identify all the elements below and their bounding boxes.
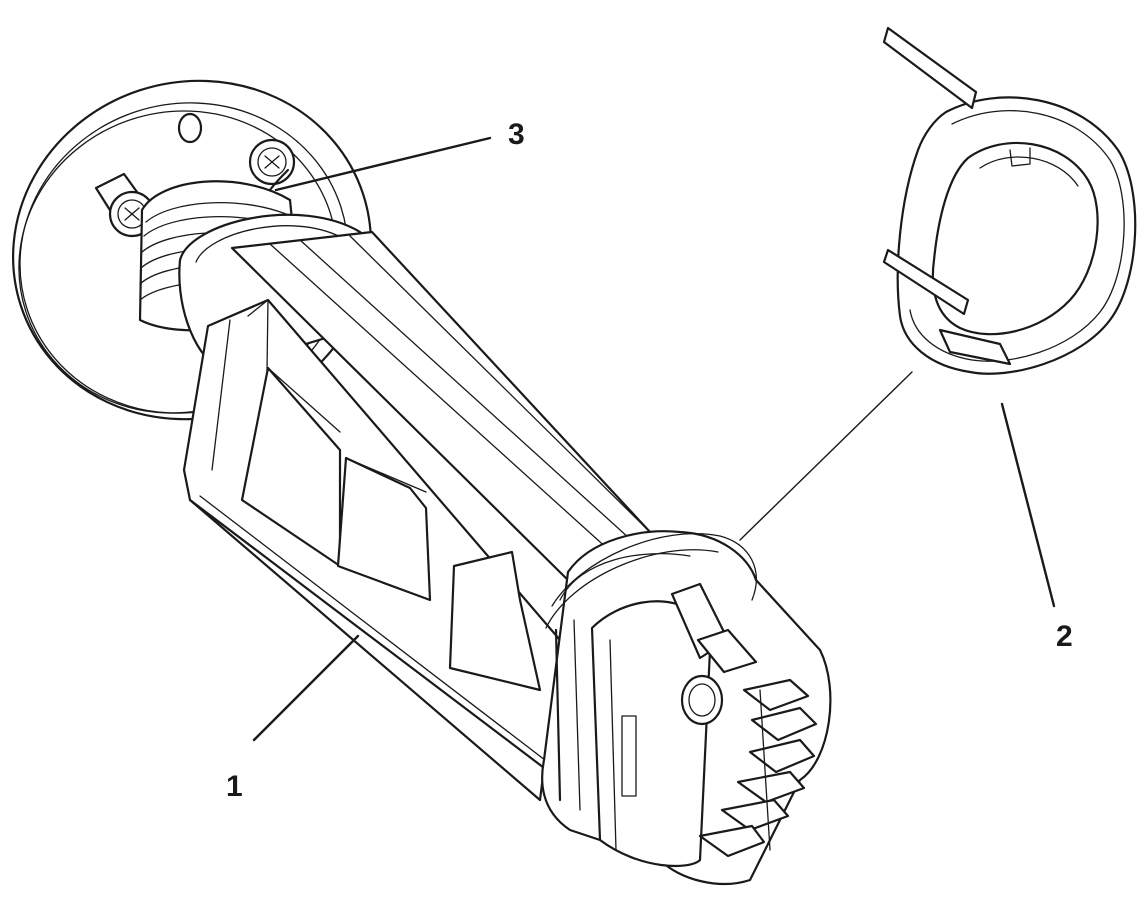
assembly-alignment-line	[739, 371, 913, 541]
callout-2: 2	[1056, 620, 1073, 653]
callout-3: 3	[508, 118, 525, 151]
leader-line-1	[252, 634, 360, 742]
callout-1: 1	[226, 770, 243, 803]
leader-lines	[252, 136, 1056, 742]
leader-line-2	[1000, 402, 1056, 608]
part-2-retaining-ring	[882, 26, 1137, 375]
part-1-roller-assembly	[12, 79, 832, 886]
front-end-cap	[541, 530, 832, 886]
flange-screw-upper	[248, 138, 296, 186]
leader-line-3	[274, 136, 492, 192]
mounted-ring	[545, 533, 757, 629]
roller-body	[182, 230, 652, 802]
callout-labels: 1 2 3	[226, 118, 1073, 803]
